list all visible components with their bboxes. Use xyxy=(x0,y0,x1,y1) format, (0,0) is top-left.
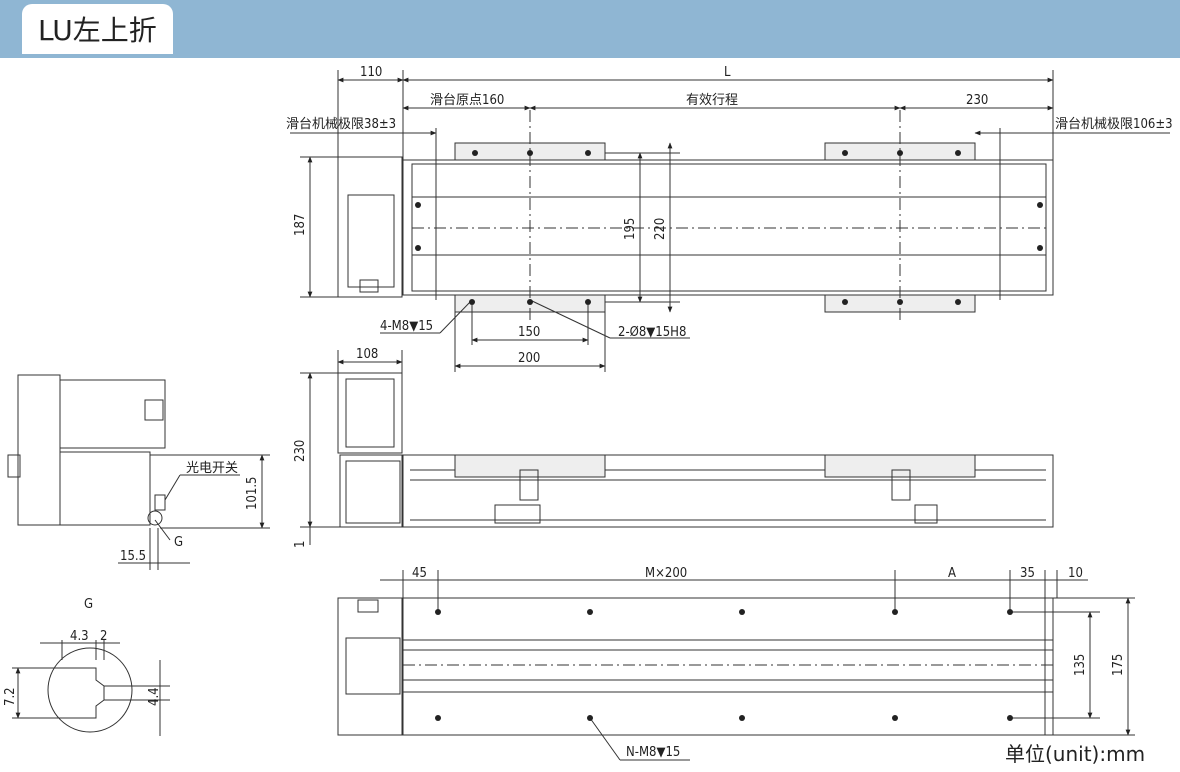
bottom-view xyxy=(337,570,1135,761)
label-G: G xyxy=(174,535,183,550)
label-2-pin: 2-Ø8▼15H8 xyxy=(618,325,686,340)
detail-g xyxy=(12,640,170,736)
label-200: 200 xyxy=(518,351,540,366)
label-230-top: 230 xyxy=(966,93,988,108)
label-n-m8: N-M8▼15 xyxy=(626,745,680,760)
label-187: 187 xyxy=(293,214,308,236)
label-135: 135 xyxy=(1073,654,1088,676)
label-45: 45 xyxy=(412,566,427,581)
label-mx200: M×200 xyxy=(645,566,687,581)
title-tab: LU左上折 xyxy=(22,4,173,54)
label-101-5: 101.5 xyxy=(245,477,260,510)
label-4-3: 4.3 xyxy=(70,629,89,644)
label-detail-G: G xyxy=(84,597,93,612)
label-photo-switch: 光电开关 xyxy=(186,461,238,476)
label-230-side: 230 xyxy=(293,440,308,462)
page-title: LU左上折 xyxy=(38,14,157,47)
unit-note: 单位(unit):mm xyxy=(1005,742,1146,766)
label-195: 195 xyxy=(623,218,638,240)
label-220: 220 xyxy=(653,218,668,240)
header-bar: LU左上折 xyxy=(0,0,1180,58)
label-A: A xyxy=(948,566,956,581)
label-2: 2 xyxy=(100,629,107,644)
label-1: 1 xyxy=(293,541,308,548)
mounting-holes xyxy=(415,150,1043,721)
label-110: 110 xyxy=(360,65,382,80)
label-108: 108 xyxy=(356,347,378,362)
label-4-4: 4.4 xyxy=(147,687,162,706)
label-150: 150 xyxy=(518,325,540,340)
label-stroke: 有效行程 xyxy=(686,93,738,108)
label-35: 35 xyxy=(1020,566,1035,581)
label-4-m8: 4-M8▼15 xyxy=(380,319,433,334)
label-L: L xyxy=(724,65,731,80)
label-origin: 滑台原点160 xyxy=(430,93,504,108)
label-7-2: 7.2 xyxy=(3,687,18,706)
label-limit-right: 滑台机械极限106±3 xyxy=(1055,117,1173,132)
side-view xyxy=(7,374,270,570)
label-15-5: 15.5 xyxy=(120,549,146,564)
label-10: 10 xyxy=(1068,566,1083,581)
front-view xyxy=(300,350,1054,545)
technical-drawing: 110 L 滑台原点160 有效行程 230 滑台机械极限38±3 滑台机械极限… xyxy=(3,65,1173,761)
label-175: 175 xyxy=(1111,654,1126,676)
label-limit-left: 滑台机械极限38±3 xyxy=(286,117,396,132)
